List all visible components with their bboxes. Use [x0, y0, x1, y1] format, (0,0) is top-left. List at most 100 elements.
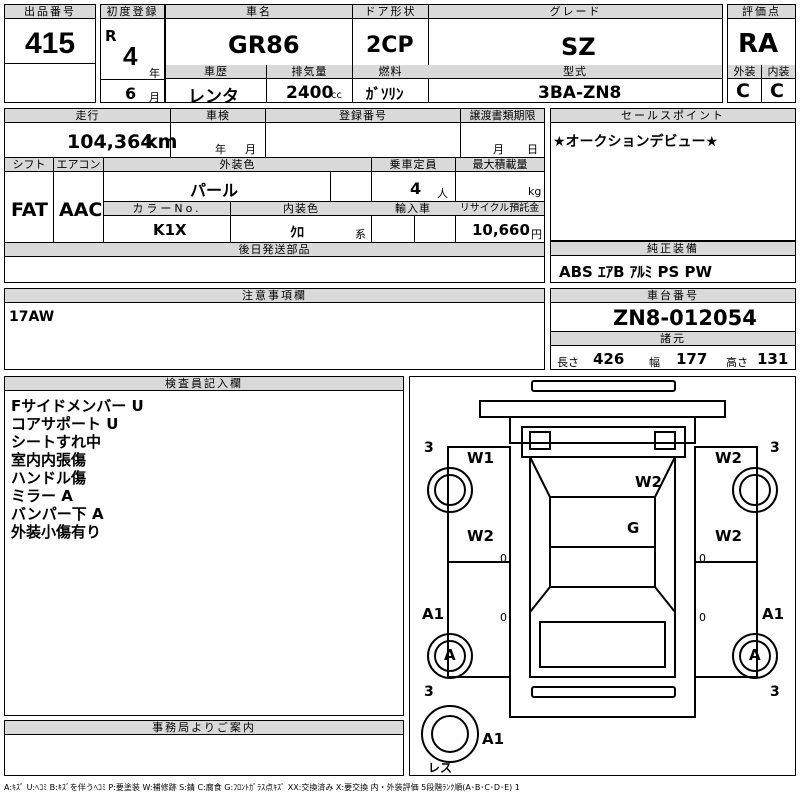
- notes-label: 注意事項欄: [5, 289, 544, 303]
- shift-value: FAT: [11, 199, 48, 221]
- capacity-value: 4: [410, 179, 422, 198]
- load-label: 最大積載量: [455, 158, 544, 172]
- fuel-label: 燃料: [352, 65, 428, 79]
- month-unit: 月: [149, 91, 160, 104]
- ext-label: 外装: [728, 65, 761, 79]
- bracket-3: 3: [424, 684, 434, 700]
- later-parts-label: 後日発送部品: [5, 243, 544, 257]
- lot-box: 出品番号 415: [4, 4, 96, 103]
- damage-mark: A1: [422, 605, 445, 623]
- inspection-label: 車検: [170, 109, 265, 123]
- grade-label: グレード: [428, 5, 722, 19]
- notes-text: 17AW: [9, 309, 55, 325]
- interior-color-label: 内装色: [230, 202, 371, 216]
- ext-grade: C: [736, 80, 750, 102]
- displacement-label: 排気量: [266, 65, 352, 79]
- interior-color-unit: 系: [355, 228, 366, 241]
- recycle-value: 10,660: [472, 221, 530, 239]
- width-value: 177: [676, 350, 708, 368]
- vehicle-info-box: 車名 ドア形状 グレード GR86 2CP SZ 車歴 排気量 燃料 型式 レン…: [165, 4, 723, 107]
- damage-mark: G: [627, 519, 640, 537]
- notes-box: 注意事項欄 17AW: [4, 288, 545, 370]
- lot-label: 出品番号: [5, 5, 95, 19]
- model-name: GR86: [228, 31, 300, 59]
- zero-mark: 0: [699, 611, 706, 624]
- specs-label: 諸元: [551, 331, 795, 346]
- reg-month: 6: [125, 84, 137, 103]
- door-type: 2CP: [366, 33, 414, 58]
- recycle-label: リサイクル預託金: [455, 202, 544, 216]
- transfer-label: 譲渡書類期限: [460, 109, 544, 123]
- bracket-3: 3: [770, 440, 780, 456]
- bracket-3: 3: [424, 440, 434, 456]
- inspector-line: ハンドル傷: [11, 469, 87, 487]
- model-label: 車名: [166, 5, 352, 19]
- length-label: 長さ: [557, 356, 579, 369]
- damage-mark: A1: [482, 730, 505, 748]
- color-value: パール: [190, 181, 239, 200]
- zero-mark: 0: [699, 552, 706, 565]
- inspector-line: 室内内張傷: [11, 451, 87, 469]
- color-no-label: カラーNo.: [104, 202, 230, 216]
- equipment-label: 純正装備: [551, 242, 795, 256]
- damage-mark: A: [749, 646, 761, 664]
- zero-mark: 0: [500, 552, 507, 565]
- tire-note: レス: [428, 761, 453, 775]
- score-box: 評価点 RA 外装 内装 C C: [727, 4, 796, 103]
- legend-text: A:ｷｽﾞ U:ﾍｺﾐ B:ｷｽﾞを伴うﾍｺﾐ P:要塗装 W:補修跡 S:錆 …: [4, 783, 520, 792]
- transfer-day-unit: 日: [527, 143, 538, 156]
- mileage-unit: km: [145, 131, 178, 153]
- score-label: 評価点: [728, 5, 795, 19]
- office-box: 事務局よりご案内: [4, 720, 404, 776]
- ac-value: AAC: [59, 199, 103, 221]
- inspector-line: シートすれ中: [11, 433, 102, 451]
- inspector-line: バンパー下 A: [11, 505, 104, 523]
- lot-number: 415: [25, 27, 76, 60]
- damage-mark: W2: [715, 449, 742, 467]
- color-no-value: K1X: [153, 221, 187, 239]
- first-reg-label: 初度登録: [101, 5, 164, 19]
- inspection-year-unit: 年: [215, 143, 226, 156]
- interior-color-value: ｸﾛ: [290, 225, 304, 241]
- history-value: レンタ: [188, 87, 239, 107]
- recycle-unit: 円: [531, 228, 542, 241]
- car-outline: [421, 380, 778, 763]
- import-label: 輸入車: [371, 202, 455, 216]
- sales-point-label: セールスポイント: [551, 109, 795, 123]
- height-value: 131: [757, 350, 789, 368]
- length-value: 426: [593, 350, 625, 368]
- door-label: ドア形状: [352, 5, 428, 19]
- damage-mark: W2: [467, 527, 494, 545]
- office-label: 事務局よりご案内: [5, 721, 403, 735]
- damage-mark: W1: [467, 449, 494, 467]
- sales-point-text: ★オークションデビュー★: [553, 134, 719, 150]
- era: R: [105, 27, 117, 45]
- inspector-line: コアサポート U: [11, 415, 119, 433]
- width-label: 幅: [649, 356, 660, 369]
- color-label: 外装色: [103, 158, 371, 172]
- int-grade: C: [770, 80, 784, 102]
- mileage-value: 104,364: [67, 131, 154, 153]
- chassis-number: ZN8-012054: [613, 306, 757, 330]
- inspector-box: 検査員記入欄 Fサイドメンバー U コアサポート U シートすれ中 室内内張傷 …: [4, 376, 404, 716]
- inspector-line: 外装小傷有り: [11, 523, 102, 541]
- zero-mark: 0: [500, 611, 507, 624]
- car-diagram: W1 W2 W2 W2 W2 G A1 A1 A A A1 3 3 3 3 レス…: [409, 376, 796, 776]
- inspector-label: 検査員記入欄: [5, 377, 403, 391]
- height-label: 高さ: [726, 356, 748, 369]
- sales-point-box: セールスポイント ★オークションデビュー★: [550, 108, 796, 241]
- displacement-value: 2400: [286, 83, 334, 103]
- type-label: 型式: [428, 65, 722, 79]
- chassis-box: 車台番号 ZN8-012054 諸元 長さ 426 幅 177 高さ 131: [550, 288, 796, 370]
- details-box: 走行 車検 登録番号 譲渡書類期限 104,364 km 年 月 月 日 シフト…: [4, 108, 545, 283]
- reg-no-label: 登録番号: [265, 109, 460, 123]
- bracket-3: 3: [770, 684, 780, 700]
- first-reg-box: 初度登録 R 4 年 6 月: [100, 4, 165, 104]
- damage-mark: A1: [762, 605, 785, 623]
- inspection-month-unit: 月: [245, 143, 256, 156]
- capacity-unit: 人: [437, 187, 448, 200]
- fuel-value: ｶﾞｿﾘﾝ: [366, 85, 404, 103]
- shift-label: シフト: [5, 158, 53, 172]
- damage-mark: W2: [715, 527, 742, 545]
- type-value: 3BA-ZN8: [538, 83, 622, 103]
